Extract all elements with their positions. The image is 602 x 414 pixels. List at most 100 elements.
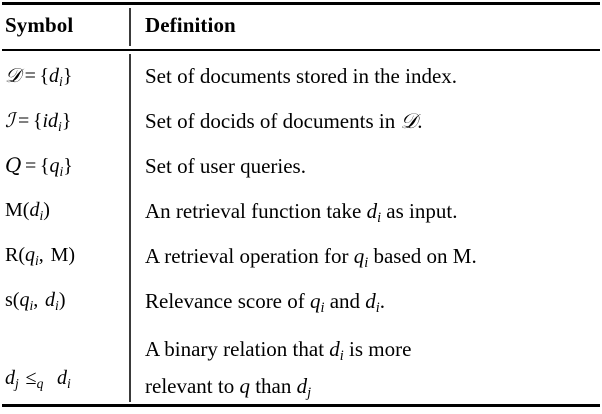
definition-text-mid: and (324, 289, 366, 313)
definition-text-post: . (417, 109, 423, 133)
definition-text-post: . (471, 244, 477, 268)
table-row: M(di) An retrieval function take di as i… (0, 196, 602, 233)
table-row: 𝒟={di} Set of documents stored in the in… (0, 61, 602, 96)
letter-q-glyph: q (19, 289, 30, 311)
letter-q-glyph: q (25, 244, 36, 266)
equals-glyph: = (18, 110, 30, 132)
letter-M-glyph: M (452, 244, 472, 268)
calligraphic-I-glyph: ℐ (5, 108, 15, 132)
table-header-row: Symbol Definition (0, 12, 602, 38)
letter-d-glyph: d (366, 199, 378, 223)
letter-R-glyph: R (5, 244, 19, 266)
table-header-rule (2, 49, 600, 51)
letter-d-glyph: d (56, 367, 67, 389)
definition-cell-retrieval-operation: A retrieval operation for qi based on M. (129, 241, 602, 278)
subscript-i-glyph: i (39, 207, 44, 223)
lparen-glyph: ( (12, 289, 20, 311)
table-row: s(qi,di) Relevance score of qi and di. (0, 286, 602, 323)
letter-q-glyph: q (353, 244, 365, 268)
rbrace-glyph: } (62, 65, 73, 87)
column-divider-header (129, 8, 131, 46)
definition-cell-docids: Set of docids of documents in 𝒟. (129, 106, 602, 136)
table-bottom-rule (2, 404, 600, 407)
table-top-rule (2, 2, 600, 5)
definition-line: A retrieval operation for qi based on M. (145, 241, 602, 278)
table-row: ℐ={idi} Set of docids of documents in 𝒟. (0, 106, 602, 141)
definition-text-post: . (379, 289, 386, 313)
letter-d-glyph: d (5, 367, 15, 389)
letter-d-glyph: d (365, 289, 376, 313)
definition-cell-relevance-score: Relevance score of qi and di. (129, 286, 602, 323)
definition-text-pre: A binary relation that (145, 337, 330, 361)
calligraphic-D-glyph: 𝒟 (400, 109, 418, 133)
definition-text-pre: Set of docids of documents in (145, 109, 401, 133)
definition-text-mid: than (249, 373, 297, 398)
rparen-glyph: ) (68, 244, 76, 266)
definition-cell-documents: Set of documents stored in the index. (129, 61, 602, 91)
lbrace-glyph: { (32, 110, 43, 132)
definition-cell-retrieval-function: An retrieval function take di as input. (129, 196, 602, 233)
symbol-cell-retrieval-function: M(di) (0, 196, 129, 230)
letter-d-glyph: d (329, 337, 340, 361)
definition-line: An retrieval function take di as input. (145, 196, 602, 233)
symbol-cell-documents: 𝒟={di} (0, 61, 129, 96)
definition-cell-binary-relation: A binary relation that di is more releva… (129, 334, 602, 408)
header-cell-definition: Definition (145, 13, 236, 37)
subscript-j-glyph: j (307, 384, 312, 401)
definition-line: Set of user queries. (145, 154, 306, 178)
subscript-i-glyph: i (35, 252, 39, 268)
subscript-i-glyph: i (375, 299, 380, 316)
subscript-j-glyph: j (15, 375, 19, 391)
letter-q-glyph: q (239, 373, 250, 398)
subscript-i-glyph: i (377, 209, 382, 226)
letter-d-glyph: d (49, 65, 60, 87)
definition-line: Set of docids of documents in 𝒟. (145, 106, 602, 136)
letter-M-glyph: M (50, 244, 69, 266)
letter-M-glyph: M (5, 199, 23, 221)
letter-d-glyph: d (296, 373, 308, 398)
symbol-cell-relevance-score: s(qi,di) (0, 286, 129, 320)
definition-line: A binary relation that di is more (145, 334, 602, 371)
definition-text-pre: relevant to (145, 373, 240, 398)
rparen-glyph: ) (43, 199, 50, 221)
subscript-i-glyph: i (59, 73, 63, 89)
letter-q-glyph: q (310, 289, 321, 313)
rbrace-glyph: } (61, 110, 72, 132)
definition-text-pre: A retrieval operation for (145, 244, 354, 268)
equals-glyph: = (24, 65, 36, 87)
subscript-i-glyph: i (58, 118, 62, 134)
lbrace-glyph: { (39, 65, 50, 87)
definition-text-post: as input. (381, 199, 458, 223)
subscript-i-glyph: i (364, 254, 369, 271)
letter-q-glyph: q (49, 155, 60, 177)
rbrace-glyph: } (63, 155, 73, 177)
comma-glyph: , (38, 244, 44, 266)
less-than-or-equal-glyph: ≤ (25, 367, 37, 389)
letter-d-glyph: d (29, 199, 40, 221)
letter-id-glyph: id (42, 110, 59, 132)
definition-line: Set of documents stored in the index. (145, 64, 458, 88)
definition-text-mid: is more (343, 337, 412, 361)
subscript-i-glyph: i (29, 297, 34, 313)
table-row: R(qi,M) A retrieval operation for qi bas… (0, 241, 602, 278)
lparen-glyph: ( (18, 244, 26, 266)
column-divider-body (129, 54, 131, 402)
subscript-i-glyph: i (59, 163, 64, 179)
definition-cell-queries: Set of user queries. (129, 151, 602, 181)
lparen-glyph: ( (22, 199, 30, 221)
symbol-cell-queries: 𝑄={qi} (0, 151, 129, 186)
rparen-glyph: ) (58, 289, 66, 311)
subscript-q-glyph: q (36, 375, 44, 391)
definition-line: relevant to q than dj (145, 371, 602, 408)
equals-glyph: = (25, 155, 37, 177)
letter-d-glyph: d (45, 289, 56, 311)
header-cell-symbol: Symbol (5, 13, 74, 37)
calligraphic-D-glyph: 𝒟 (5, 63, 21, 87)
subscript-i-glyph: i (55, 297, 59, 313)
lbrace-glyph: { (39, 155, 50, 177)
definition-text-mid: based on (368, 244, 453, 268)
subscript-i-glyph: i (320, 299, 325, 316)
